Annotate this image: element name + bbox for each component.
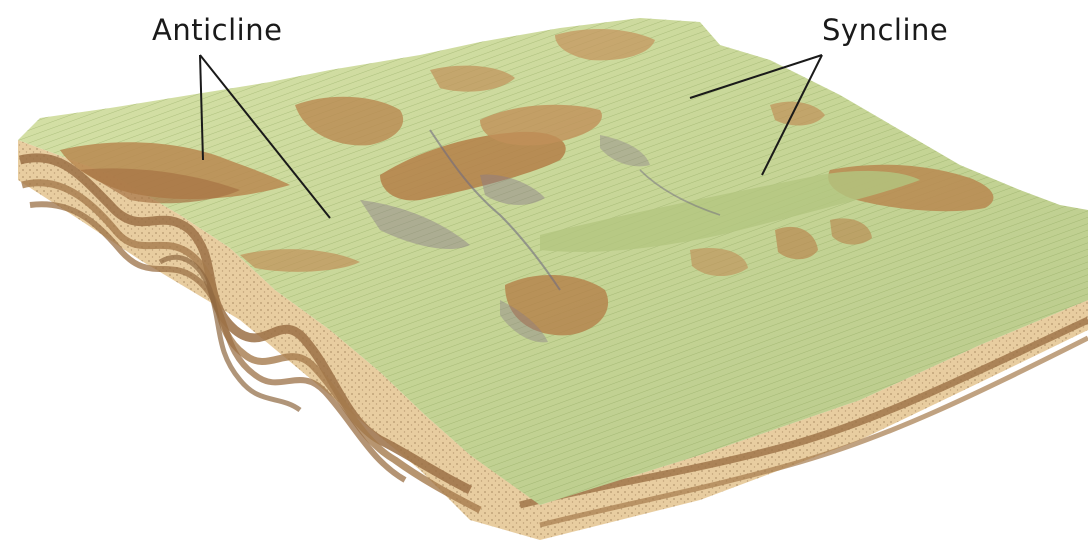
syncline-label: Syncline xyxy=(822,13,948,47)
anticline-label: Anticline xyxy=(152,13,282,47)
